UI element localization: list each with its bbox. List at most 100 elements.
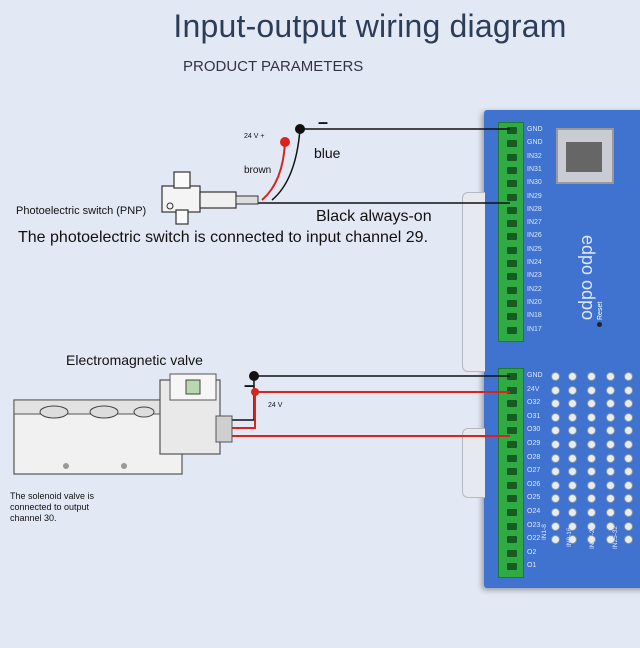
screw-terminal xyxy=(551,412,560,422)
output-pin-1[interactable] xyxy=(507,386,517,394)
input-pin-8[interactable] xyxy=(507,233,517,241)
screw-terminal xyxy=(587,385,596,395)
screw-terminal xyxy=(551,440,560,449)
input-pin-11[interactable] xyxy=(507,273,517,281)
reset-button[interactable] xyxy=(597,322,602,327)
screw-terminal xyxy=(606,508,615,517)
screw-terminal xyxy=(624,385,633,395)
input-pin-label-15: IN17 xyxy=(527,325,542,333)
screw-terminal xyxy=(606,535,615,545)
screw-terminal xyxy=(624,508,633,517)
input-pin-0[interactable] xyxy=(507,127,517,134)
screw-terminal xyxy=(624,535,633,545)
output-pin-7[interactable] xyxy=(507,468,517,476)
screw-terminal xyxy=(568,412,577,422)
output-pin-0[interactable] xyxy=(507,373,517,380)
valve-description: The solenoid valve is connected to outpu… xyxy=(10,491,95,523)
terminal-24v-dot xyxy=(280,137,290,147)
screw-terminal xyxy=(568,440,577,449)
wire-valve-pos xyxy=(232,392,256,429)
input-pin-1[interactable] xyxy=(507,140,517,148)
screw-terminal xyxy=(624,372,633,381)
terminal-minus-dot xyxy=(295,124,305,134)
output-pin-label-10: O24 xyxy=(527,508,541,515)
screw-terminal xyxy=(551,426,560,436)
output-pin-label-12: O22 xyxy=(527,535,541,543)
screw-terminal xyxy=(568,521,577,531)
output-pin-label-6: O28 xyxy=(527,453,541,461)
input-pin-9[interactable] xyxy=(507,246,517,254)
output-pin-label-13: O2 xyxy=(527,548,537,556)
output-pin-14[interactable] xyxy=(507,563,517,571)
output-pin-label-14: O1 xyxy=(527,562,537,570)
output-pin-12[interactable] xyxy=(507,536,517,544)
screw-terminal xyxy=(587,480,596,490)
output-pin-2[interactable] xyxy=(507,400,517,408)
output-pin-label-1: 24V xyxy=(527,385,540,393)
input-pin-label-8: IN26 xyxy=(527,232,542,240)
input-pin-5[interactable] xyxy=(507,193,517,201)
output-pin-label-5: O29 xyxy=(527,440,541,447)
output-pin-6[interactable] xyxy=(507,454,517,462)
input-pin-2[interactable] xyxy=(507,153,517,161)
output-pin-5[interactable] xyxy=(507,441,517,448)
screw-terminal xyxy=(624,426,633,436)
input-pin-label-12: IN22 xyxy=(527,285,542,293)
output-pin-11[interactable] xyxy=(507,522,517,530)
screw-terminal xyxy=(606,453,615,463)
input-pin-6[interactable] xyxy=(507,206,517,214)
input-pin-label-0: GND xyxy=(527,126,543,133)
output-pin-4[interactable] xyxy=(507,427,517,435)
output-pin-13[interactable] xyxy=(507,549,517,557)
output-pin-label-4: O30 xyxy=(527,426,541,434)
input-pin-15[interactable] xyxy=(507,326,517,334)
input-pin-7[interactable] xyxy=(507,220,517,228)
input-pin-label-13: IN20 xyxy=(527,298,542,306)
mounting-clip-top xyxy=(462,192,485,372)
screw-terminal xyxy=(606,521,615,531)
output-pin-10[interactable] xyxy=(507,509,517,516)
input-pin-10[interactable] xyxy=(507,260,517,267)
output-pin-label-0: GND xyxy=(527,372,543,379)
output-pin-8[interactable] xyxy=(507,481,517,489)
screw-terminal xyxy=(624,480,633,490)
input-pin-label-1: GND xyxy=(527,139,543,147)
valve-minus-dot xyxy=(249,371,259,381)
screw-terminal xyxy=(606,426,615,436)
input-pin-4[interactable] xyxy=(507,180,517,188)
page-subtitle: PRODUCT PARAMETERS xyxy=(183,58,364,75)
screw-terminal xyxy=(568,453,577,463)
screw-terminal xyxy=(606,412,615,422)
output-pin-label-8: O26 xyxy=(527,480,541,488)
input-pin-label-7: IN27 xyxy=(527,219,542,227)
input-pin-label-2: IN32 xyxy=(527,152,542,160)
screw-terminal xyxy=(551,385,560,395)
output-pin-9[interactable] xyxy=(507,495,517,503)
switch-voltage-label: 24 V + xyxy=(244,133,265,140)
screw-terminal xyxy=(551,521,560,531)
input-pin-3[interactable] xyxy=(507,166,517,174)
input-pin-13[interactable] xyxy=(507,299,517,307)
valve-label: Electromagnetic valve xyxy=(66,352,203,368)
screw-terminal xyxy=(568,467,577,477)
screw-terminal xyxy=(587,372,596,381)
screw-terminal xyxy=(568,372,577,381)
screw-terminal xyxy=(551,508,560,517)
input-pin-label-10: IN24 xyxy=(527,259,542,266)
input-pin-12[interactable] xyxy=(507,286,517,294)
minus-sign-valve: – xyxy=(244,375,255,395)
screw-terminal xyxy=(587,535,596,545)
input-pin-14[interactable] xyxy=(507,313,517,321)
screw-terminal xyxy=(624,399,633,409)
output-pin-3[interactable] xyxy=(507,413,517,421)
page-title: Input-output wiring diagram xyxy=(173,8,567,44)
screw-terminal xyxy=(587,412,596,422)
valve-voltage-label: 24 V xyxy=(268,402,283,409)
screw-terminal xyxy=(587,453,596,463)
screw-terminal xyxy=(587,521,596,531)
screw-terminal xyxy=(568,508,577,517)
screw-terminal xyxy=(624,467,633,477)
screw-terminal xyxy=(568,535,577,545)
output-pin-label-7: O27 xyxy=(527,467,541,475)
